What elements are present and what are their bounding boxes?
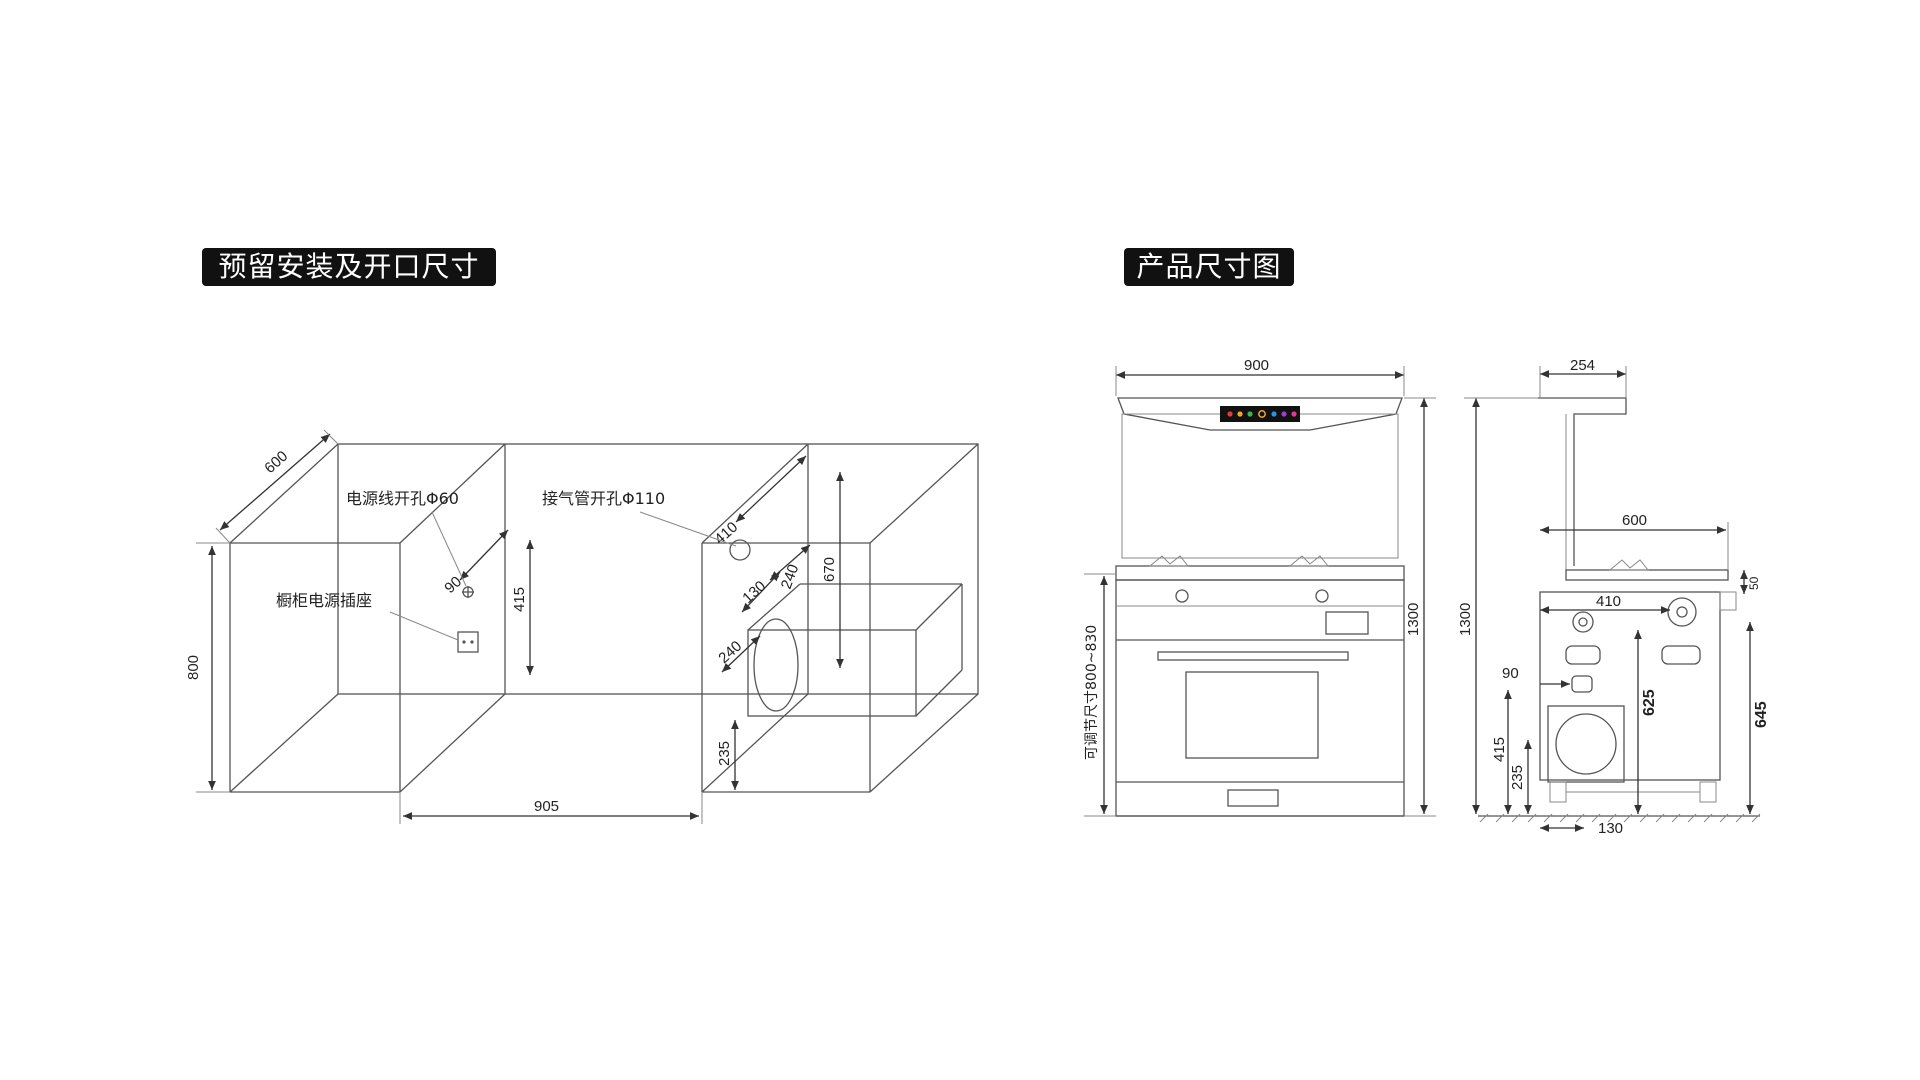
dim-side-235-label: 235 — [1509, 765, 1526, 790]
dim-hole-c-label: 240 — [715, 638, 745, 667]
product-front-view: 900 1300 可调节尺寸800~830 — [1084, 357, 1436, 817]
dim-side-90-label: 90 — [1502, 665, 1519, 682]
right-section-title: 产品尺寸图 — [1124, 248, 1294, 286]
label-socket: 橱柜电源插座 — [276, 591, 372, 610]
dim-side-625-label: 625 — [1641, 689, 1658, 716]
side-body — [1539, 591, 1721, 781]
dim-adjustable-label: 可调节尺寸800~830 — [1084, 625, 1100, 760]
dim-side-645-label: 645 — [1753, 701, 1770, 728]
gas-hole-marker — [729, 539, 751, 561]
dim-side-height-label: 1300 — [1457, 603, 1474, 636]
opening-box — [747, 629, 917, 717]
back-wall — [337, 443, 979, 695]
side-knob-icon — [1667, 597, 1697, 627]
side-outlet-box — [1547, 705, 1625, 783]
side-gas-valve-icon — [1572, 611, 1594, 633]
dim-side-depth-label: 600 — [1622, 512, 1647, 529]
cooktop — [1115, 565, 1405, 581]
gas-pipe-opening — [753, 618, 799, 712]
socket-icon — [457, 631, 479, 653]
cabinet-body — [1115, 579, 1405, 817]
label-power-hole: 电源线开孔Φ60 — [346, 489, 459, 508]
control-panel — [1220, 406, 1300, 422]
drawer-handle — [1227, 789, 1279, 807]
dim-pipe-height-label: 670 — [821, 557, 838, 582]
dim-front-height-label: 1300 — [1405, 603, 1422, 636]
dim-side-415-label: 415 — [1491, 737, 1508, 762]
dim-front-width-label: 900 — [1244, 357, 1269, 374]
label-gas-hole: 接气管开孔Φ110 — [542, 489, 665, 508]
hood-column — [1538, 397, 1627, 566]
product-side-view: 254 1300 600 50 410 90 625 645 415 235 1 — [1457, 357, 1770, 837]
dim-side-top-label: 254 — [1570, 357, 1595, 374]
cabinet-opening-diagram: 600 800 905 415 90 410 670 240 130 240 — [185, 429, 979, 824]
left-section-title: 预留安装及开口尺寸 — [202, 248, 496, 286]
left-knob — [1175, 589, 1189, 603]
right-knob — [1315, 589, 1329, 603]
dim-hole-a-label: 240 — [778, 562, 803, 591]
oven-window — [1185, 671, 1319, 759]
dim-side-410-label: 410 — [1596, 593, 1621, 610]
dim-side-130-label: 130 — [1598, 820, 1623, 837]
dim-hole-b-label: 130 — [739, 578, 769, 607]
dim-width-label: 905 — [534, 798, 559, 815]
oven-handle — [1157, 651, 1349, 661]
display-window — [1325, 611, 1369, 635]
dim-socket-height-label: 415 — [511, 587, 528, 612]
dim-height-label: 800 — [185, 655, 202, 680]
dim-hole-bottom-label: 235 — [716, 741, 733, 766]
dim-side-50-label: 50 — [1747, 576, 1761, 590]
